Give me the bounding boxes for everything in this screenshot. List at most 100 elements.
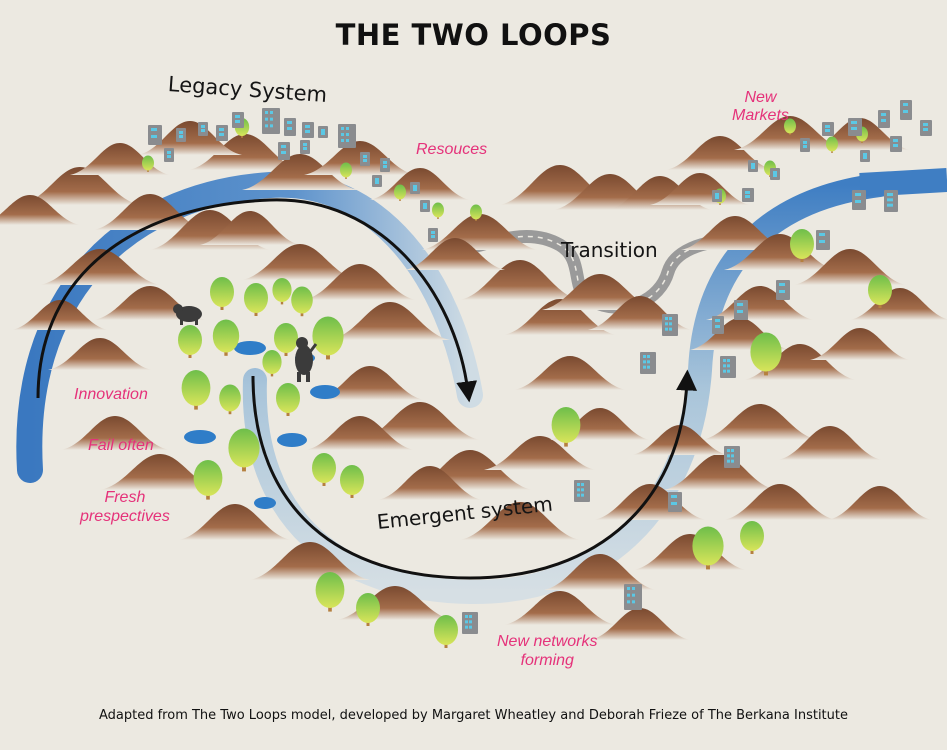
hill-shape [250, 542, 370, 580]
building-icon [338, 124, 356, 148]
building-icon [148, 125, 162, 145]
hill-shape [664, 454, 776, 490]
building-icon [884, 190, 898, 212]
tree-icon [212, 319, 240, 356]
building-icon [900, 100, 912, 120]
building-icon [574, 480, 590, 502]
hill-shape [778, 426, 882, 460]
new-markets-label: New Markets [732, 89, 789, 124]
building-icon [624, 584, 642, 610]
emergent-loop-band [242, 173, 892, 605]
tree-icon [178, 325, 202, 358]
hill-shape [810, 328, 910, 360]
building-icon [462, 612, 478, 634]
tree-icon [356, 593, 380, 626]
emergent-loop-extension [859, 168, 947, 197]
tree-icon [315, 572, 345, 612]
hill-shape [100, 454, 220, 490]
hill-shape [360, 402, 480, 440]
fail-often-label: Fail often [88, 437, 154, 454]
buildings-layer [148, 100, 932, 634]
tree-icon [272, 278, 292, 305]
building-icon [372, 175, 382, 187]
tree-icon [219, 384, 241, 415]
building-icon [742, 188, 754, 202]
hill-shape [514, 356, 626, 390]
hill-shape [242, 154, 358, 190]
new-networks-label: New networks forming [497, 633, 598, 669]
tree-icon [740, 521, 764, 554]
building-icon [300, 140, 310, 154]
building-icon [770, 168, 780, 180]
building-icon [360, 152, 370, 166]
hill-shape [189, 134, 301, 170]
building-icon [776, 280, 790, 300]
fresh-perspectives-label: Fresh prespectives [80, 489, 170, 525]
source-caption: Adapted from The Two Loops model, develo… [98, 708, 848, 723]
building-icon [420, 200, 430, 212]
hill-shape [405, 238, 505, 270]
hills-layer [0, 116, 947, 640]
building-icon [164, 148, 174, 162]
building-icon [800, 138, 810, 152]
tree-icon [340, 162, 352, 179]
building-icon [198, 122, 208, 136]
tree-icon [193, 460, 223, 500]
hill-shape [61, 416, 169, 450]
tree-icon [692, 526, 724, 570]
hill-shape [378, 466, 482, 500]
tree-icon [142, 155, 154, 172]
building-icon [232, 112, 244, 128]
pond-shape [277, 433, 307, 447]
hill-shape [702, 404, 818, 440]
building-icon [822, 122, 834, 136]
hill-shape [504, 299, 616, 335]
hill-shape [590, 608, 690, 640]
tree-icon [262, 350, 282, 377]
hill-shape [304, 264, 416, 300]
tree-icon [228, 428, 260, 472]
building-icon [262, 108, 280, 134]
pond-shape [234, 341, 266, 355]
tree-icon [210, 277, 234, 310]
hill-shape [242, 244, 358, 280]
legacy-arrow [36, 198, 478, 403]
tree-icon [276, 383, 300, 416]
tree-icon [181, 370, 211, 410]
tree-icon [750, 332, 782, 376]
building-icon [278, 142, 290, 160]
building-icon [712, 316, 724, 334]
building-icon [860, 150, 870, 162]
hill-shape [681, 216, 789, 250]
hill-shape [484, 436, 596, 470]
building-icon [724, 446, 740, 468]
tree-icon [312, 316, 344, 360]
standing-bear-icon [295, 337, 318, 382]
building-icon [816, 230, 830, 250]
building-icon [176, 128, 186, 142]
tree-icon [784, 118, 796, 135]
hill-shape [460, 260, 580, 300]
hill-shape [20, 167, 140, 205]
tree-icon [826, 136, 838, 153]
hill-shape [40, 249, 160, 285]
tree-icon [434, 615, 458, 648]
diagram-title: THE TWO LOOPS [335, 18, 612, 52]
tree-icon [470, 204, 482, 221]
building-icon [428, 228, 438, 242]
hill-shape [316, 366, 424, 400]
tree-icon [790, 229, 814, 262]
hill-shape [544, 554, 656, 590]
transition-label: Transition [561, 238, 658, 262]
hill-shape [706, 286, 814, 320]
building-icon [720, 356, 736, 378]
pond-shape [310, 385, 340, 399]
building-icon [668, 492, 682, 512]
pond-shape [184, 430, 216, 444]
hill-shape [724, 484, 836, 520]
hill-shape [724, 234, 836, 270]
building-icon [640, 352, 656, 374]
tree-icon [244, 283, 268, 316]
tree-icon [274, 323, 298, 356]
